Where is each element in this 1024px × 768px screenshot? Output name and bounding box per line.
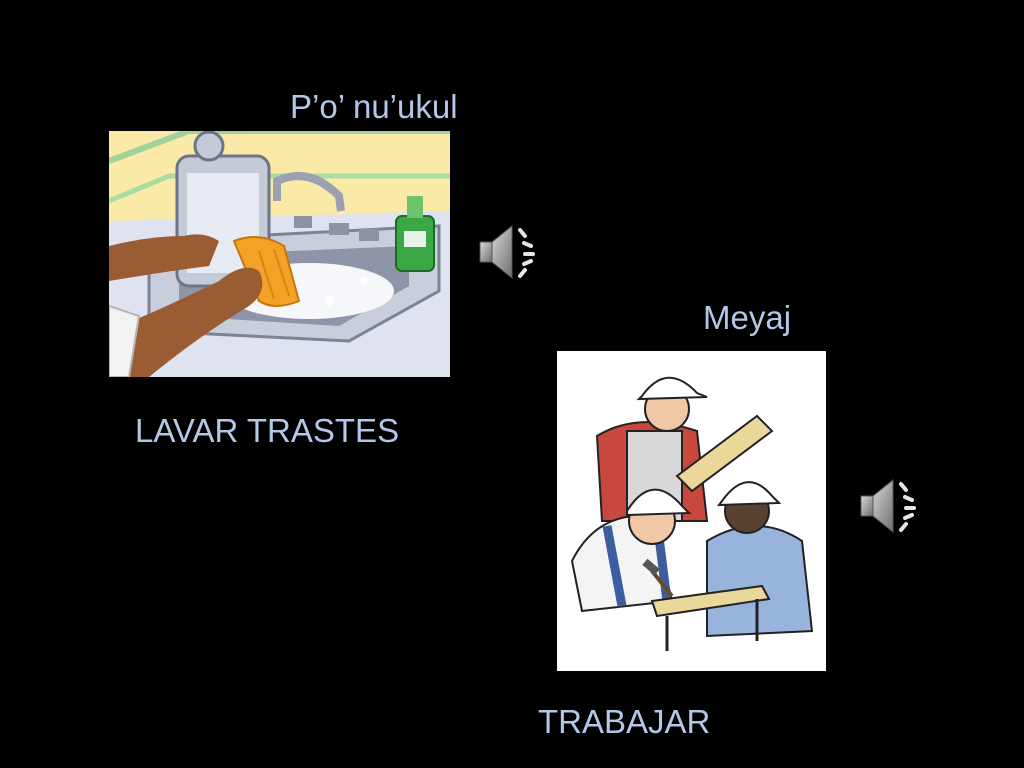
speaker-icon[interactable] — [857, 474, 925, 540]
speaker-icon-drawing — [479, 224, 535, 280]
workers-illustration — [557, 351, 826, 671]
word-title-meyaj: Meyaj — [703, 299, 792, 336]
dishwashing-illustration — [109, 131, 450, 377]
speaker-icon-drawing — [860, 478, 916, 534]
workers-drawing — [557, 351, 826, 671]
word-caption-lavar-trastes: LAVAR TRASTES — [135, 412, 400, 449]
dishwashing-drawing — [109, 131, 450, 377]
speaker-icon[interactable] — [476, 220, 544, 286]
word-title-pounukul: P’o’ nu’ukul — [290, 88, 458, 125]
word-caption-trabajar: TRABAJAR — [538, 703, 711, 740]
